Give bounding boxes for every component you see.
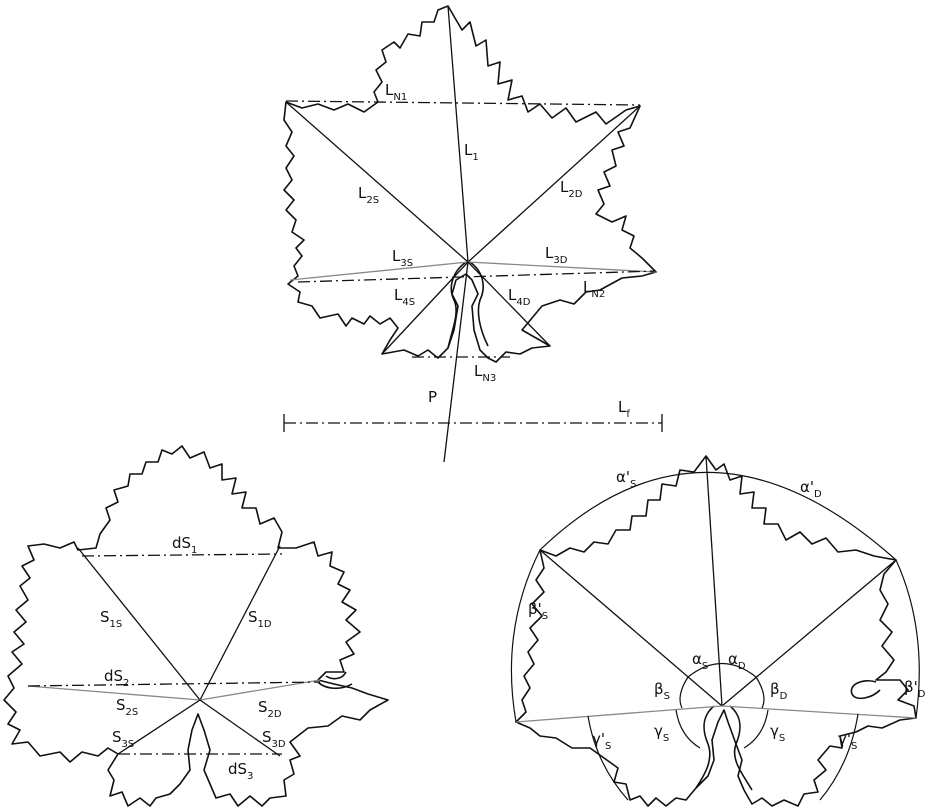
leaf-outline-2 bbox=[3, 445, 389, 807]
label-ln3: LN3 bbox=[474, 362, 496, 384]
arc-beta-prime-right bbox=[895, 559, 920, 719]
arc-gamma-right-inner bbox=[743, 709, 769, 749]
label-alpha-d: αD bbox=[728, 650, 746, 672]
line-s2d bbox=[199, 679, 321, 701]
label-l1: L1 bbox=[464, 141, 479, 163]
diagram-leaf-angles: α'S α'D β'S β'D αS αD βS βD γS γS γ'S γ'… bbox=[510, 455, 926, 807]
line-l1 bbox=[447, 5, 469, 263]
label-lf: Lf bbox=[618, 398, 630, 420]
arc-alpha-inner bbox=[687, 663, 757, 678]
arc-gamma-prime-right bbox=[819, 713, 859, 801]
label-l2s: L2S bbox=[358, 184, 379, 206]
leaf-outline-3 bbox=[515, 455, 917, 807]
label-beta-d-prime: β'D bbox=[904, 678, 926, 700]
line-s1d bbox=[199, 545, 281, 701]
label-gamma-s-left: γS bbox=[654, 722, 669, 744]
label-s3s: S3S bbox=[112, 728, 134, 750]
label-l3s: L3S bbox=[392, 247, 413, 269]
label-ln1: LN1 bbox=[385, 81, 407, 103]
leaf-petiole-sinus-1 bbox=[447, 261, 489, 349]
label-s2s: S2S bbox=[116, 696, 138, 718]
label-beta-s: βS bbox=[654, 680, 670, 702]
ray-right-bottom bbox=[721, 705, 917, 719]
label-gamma-s-right: γS bbox=[770, 722, 785, 744]
diagram-leaf-lengths: LN1 L1 L2S L2D L3S L3D LN2 L4S L4D LN3 P… bbox=[283, 5, 663, 463]
line-l3s bbox=[289, 261, 469, 281]
label-ds2: dS2 bbox=[104, 667, 129, 689]
ray-left-top bbox=[539, 549, 723, 707]
line-l2s bbox=[285, 101, 469, 263]
arc-alpha-prime bbox=[539, 471, 897, 561]
arc-beta-left-inner bbox=[679, 676, 689, 709]
line-ds2 bbox=[27, 681, 321, 687]
line-l4d bbox=[467, 261, 551, 347]
line-ds1 bbox=[81, 553, 283, 557]
label-s1d: S1D bbox=[248, 608, 272, 630]
label-l2d: L2D bbox=[560, 178, 583, 200]
arc-beta-right-inner bbox=[755, 676, 765, 709]
label-alpha-s: αS bbox=[692, 650, 708, 672]
line-l3d bbox=[467, 261, 657, 273]
label-ln2: LN2 bbox=[583, 278, 605, 300]
label-s1s: S1S bbox=[100, 608, 122, 630]
line-s2s bbox=[27, 685, 201, 701]
label-l3d: L3D bbox=[545, 244, 568, 266]
label-beta-d: βD bbox=[770, 680, 788, 702]
line-ln2 bbox=[297, 270, 657, 283]
line-ln1 bbox=[285, 100, 641, 106]
arc-gamma-left-inner bbox=[675, 709, 701, 749]
arc-gamma-prime-left bbox=[587, 715, 629, 801]
label-ds3: dS3 bbox=[228, 760, 253, 782]
label-l4s: L4S bbox=[394, 286, 415, 308]
label-gamma-s-prime-left: γ'S bbox=[592, 730, 611, 752]
line-petiole-p bbox=[443, 261, 469, 463]
label-ds1: dS1 bbox=[172, 534, 197, 556]
line-l4s bbox=[381, 261, 469, 355]
label-s2d: S2D bbox=[258, 698, 282, 720]
label-s3d: S3D bbox=[262, 728, 286, 750]
label-alpha-d-prime: α'D bbox=[800, 478, 822, 500]
label-l4d: L4D bbox=[508, 286, 531, 308]
ray-right-top bbox=[721, 559, 897, 707]
label-gamma-s-prime-right: γ'S bbox=[838, 730, 857, 752]
label-p: P bbox=[428, 388, 437, 406]
leaf-petiole-sinus-3 bbox=[695, 705, 753, 791]
leaf-outline-1 bbox=[283, 5, 657, 363]
label-beta-s-prime: β'S bbox=[528, 600, 548, 622]
leaf-sinus-pocket-2 bbox=[317, 671, 353, 690]
line-l2d bbox=[467, 105, 641, 263]
leaf-sinus-pocket-3 bbox=[850, 679, 881, 700]
ray-left-bottom bbox=[515, 705, 723, 723]
arc-beta-prime-left bbox=[510, 549, 541, 723]
line-s1s bbox=[77, 547, 201, 701]
line-s3d bbox=[199, 699, 281, 757]
diagram-leaf-sinuses: dS1 S1S S1D dS2 S2S S2D S3S S3D dS3 bbox=[3, 445, 389, 807]
ray-center bbox=[705, 455, 723, 707]
line-s3s bbox=[117, 699, 201, 755]
label-alpha-s-prime: α'S bbox=[616, 468, 636, 490]
